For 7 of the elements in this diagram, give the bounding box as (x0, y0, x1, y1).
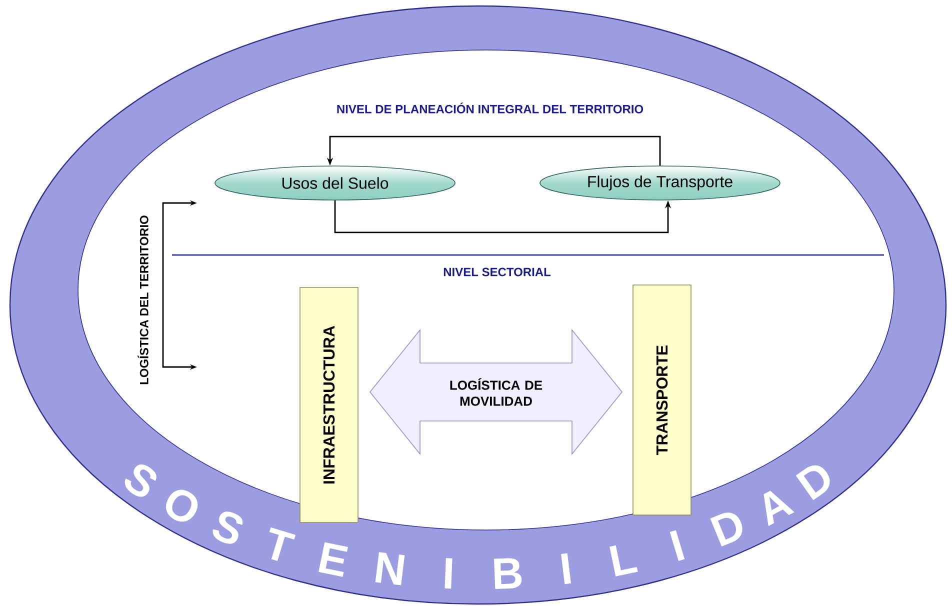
block-arrow (370, 328, 623, 456)
vertical-box: TRANSPORTE (632, 284, 692, 516)
heading-text: NIVEL DE PLANEACIÓN INTEGRAL DEL TERRITORIO (337, 102, 644, 114)
vertical-box: INFRAESTRUCTURA (300, 287, 358, 523)
section-label: NIVEL SECTORIAL (444, 268, 551, 276)
edge-label: LOGÍSTICA DE MOVILIDAD (450, 378, 542, 406)
vertical-label: LOGÍSTICA DEL TERRITORIO (138, 216, 148, 384)
